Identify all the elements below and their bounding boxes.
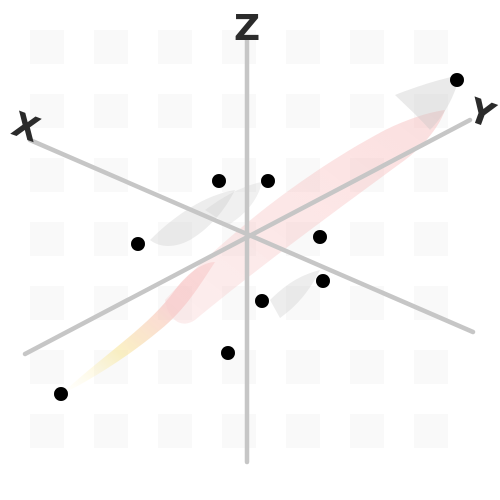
background-tile [414, 414, 448, 448]
background-tile [350, 414, 384, 448]
z-axis-label: Z [234, 8, 260, 49]
background-tile [30, 222, 64, 256]
background-tile [158, 94, 192, 128]
background-tile [30, 30, 64, 64]
background-tile [158, 222, 192, 256]
point [313, 230, 327, 244]
background-tile [350, 30, 384, 64]
background-tile [158, 414, 192, 448]
point [54, 387, 68, 401]
background-tile [286, 350, 320, 384]
background-tile [30, 286, 64, 320]
background-tile [414, 350, 448, 384]
background-tile [414, 158, 448, 192]
background-tile [94, 414, 128, 448]
background-tile [94, 30, 128, 64]
background-tile [30, 350, 64, 384]
background-tile [286, 94, 320, 128]
background-tile [222, 158, 256, 192]
background-tile [158, 158, 192, 192]
background-tile [94, 222, 128, 256]
point [261, 174, 275, 188]
background-tile [94, 94, 128, 128]
point [131, 237, 145, 251]
background-tile [222, 94, 256, 128]
background-tile [286, 30, 320, 64]
background-tile [30, 158, 64, 192]
background-tile [222, 414, 256, 448]
background-tile [350, 94, 384, 128]
background-tile [350, 222, 384, 256]
background-tile [158, 30, 192, 64]
background-tile [30, 414, 64, 448]
point [212, 174, 226, 188]
point-group [54, 73, 464, 401]
y-axis-label: Y [462, 90, 500, 136]
background-tile [30, 94, 64, 128]
y-axis-line [22, 117, 473, 357]
background-tile [350, 350, 384, 384]
background-tile [414, 222, 448, 256]
point [255, 294, 269, 308]
background-tile [414, 30, 448, 64]
point [450, 73, 464, 87]
background-tile [158, 350, 192, 384]
point [316, 274, 330, 288]
background-tile [222, 30, 256, 64]
background-tile [286, 414, 320, 448]
background-tile [286, 286, 320, 320]
point [221, 346, 235, 360]
